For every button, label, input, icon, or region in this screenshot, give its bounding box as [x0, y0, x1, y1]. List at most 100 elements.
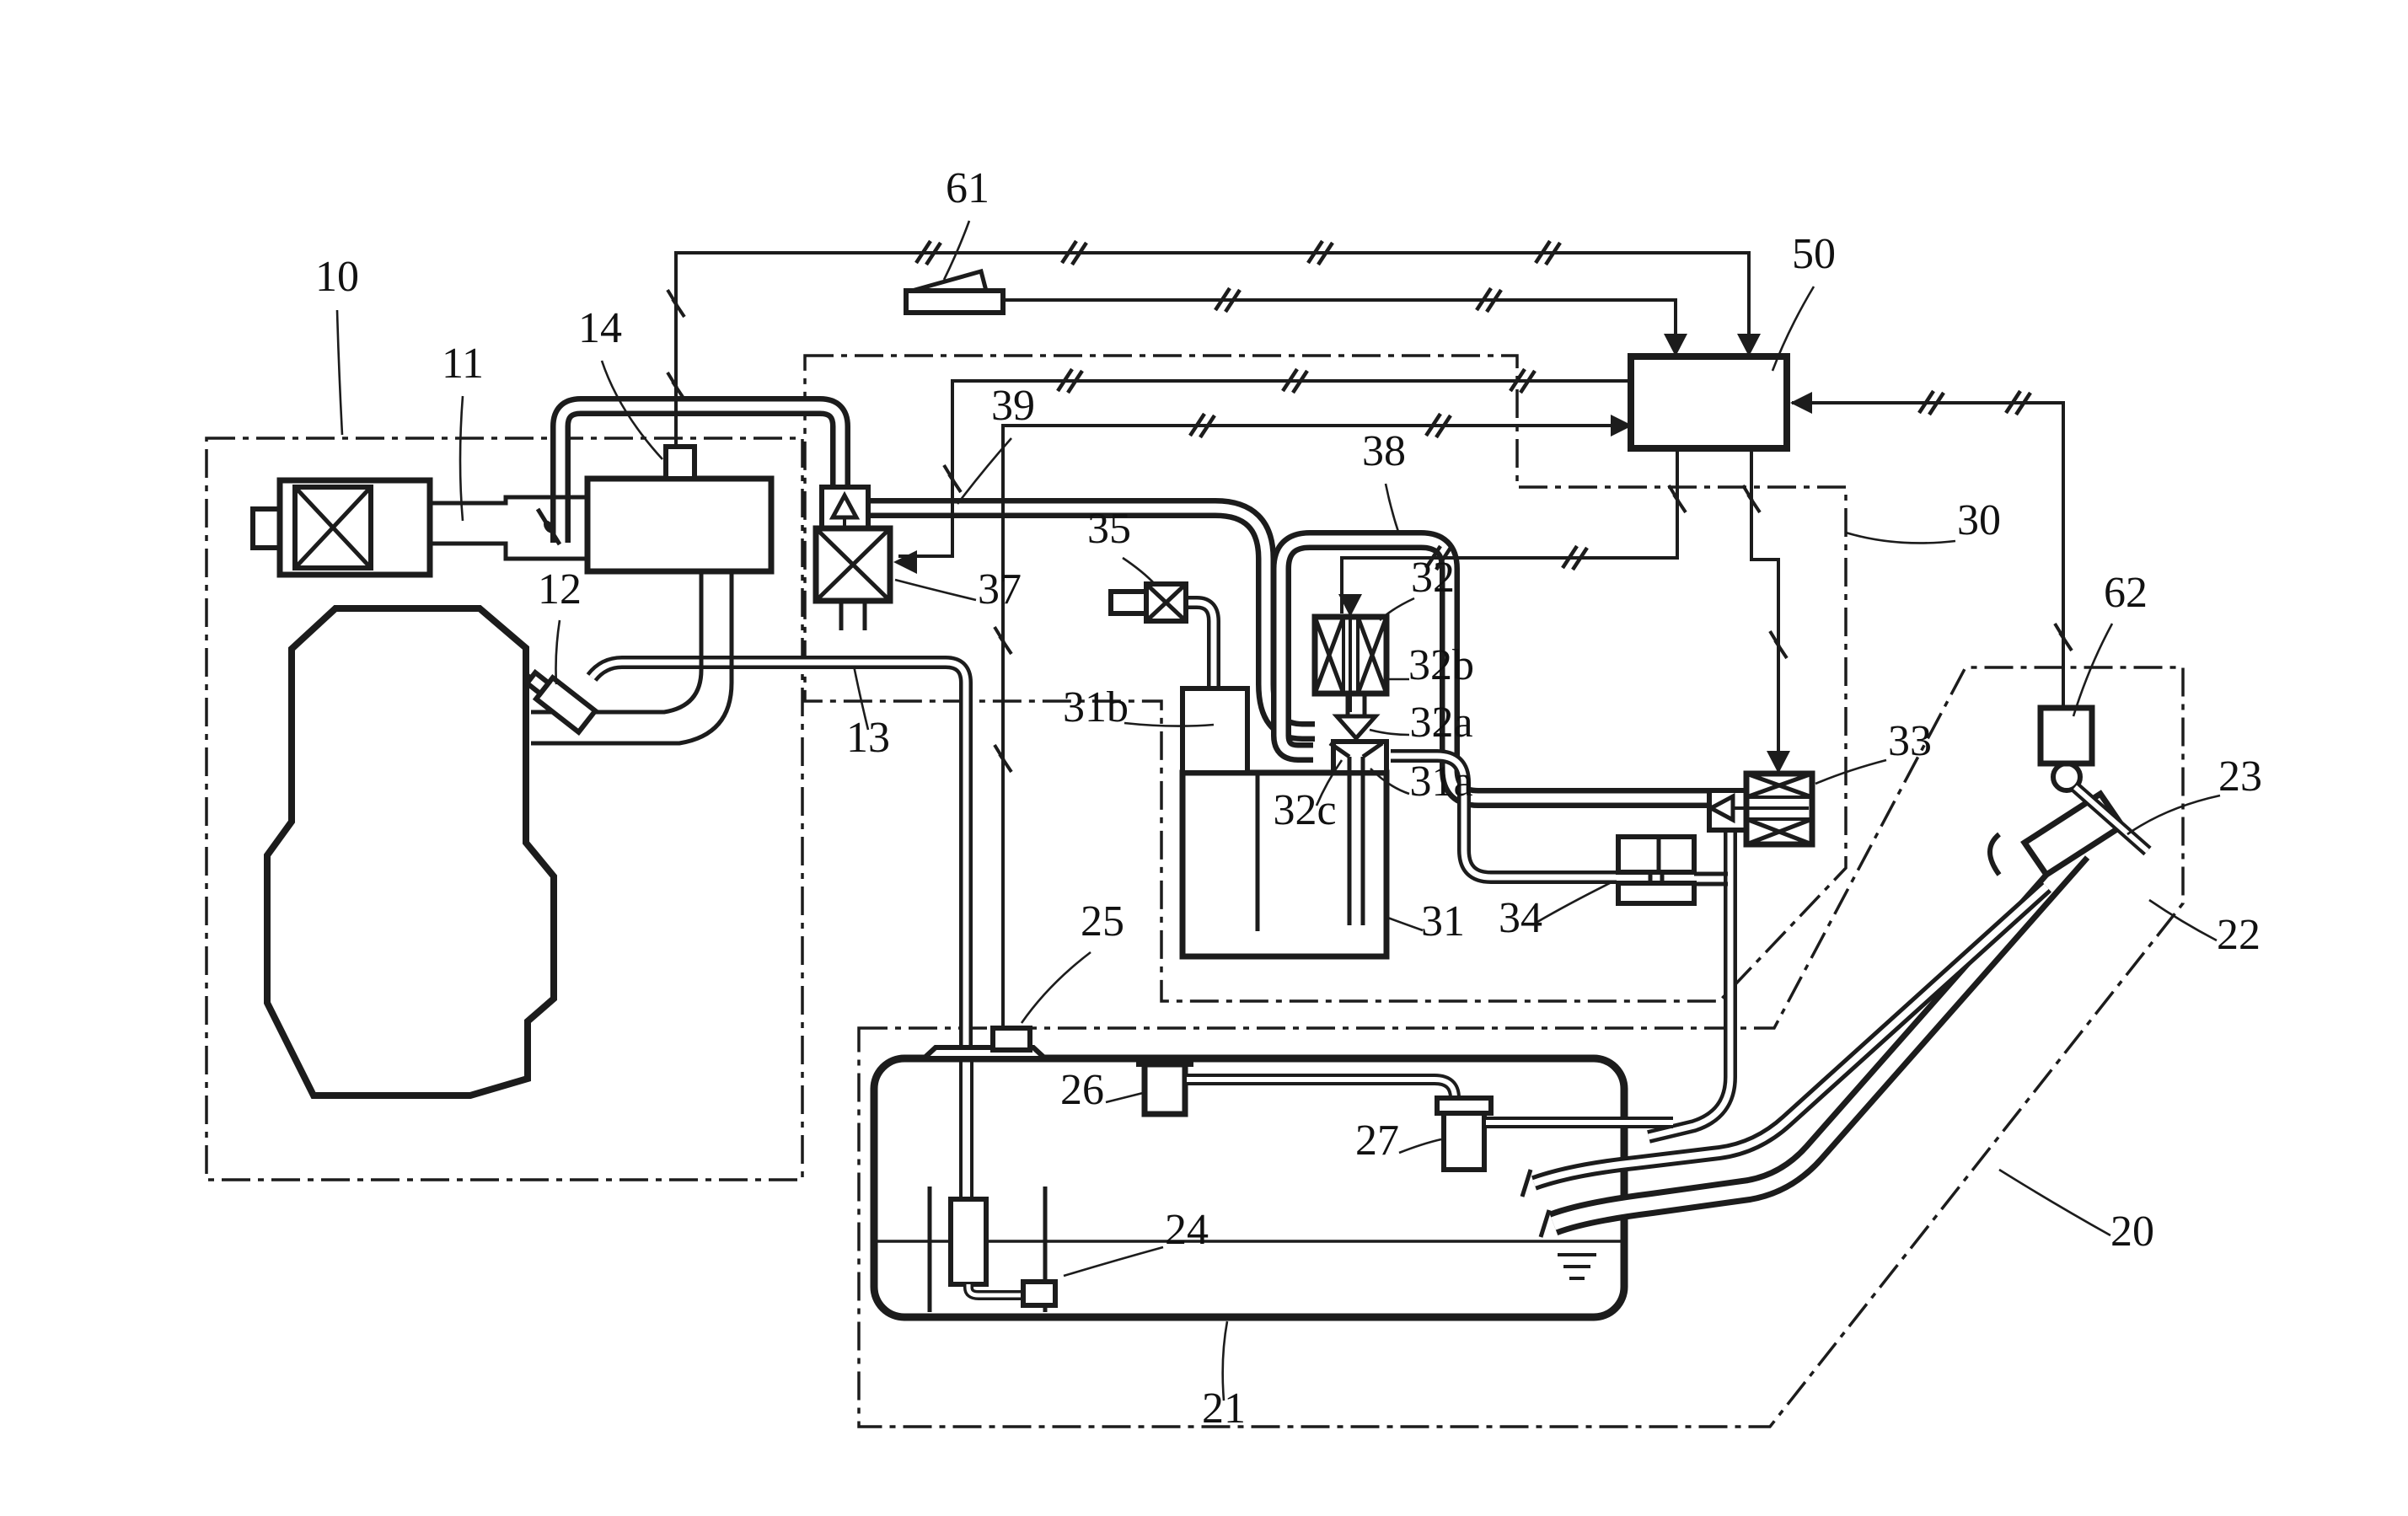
- wire-61-to-ecu: [1003, 298, 1677, 354]
- engine-block: [264, 605, 557, 1099]
- leader-line-23: [2126, 794, 2221, 836]
- arrow-into-ecu-left: [1611, 415, 1633, 437]
- ref-label-13: 13: [846, 714, 890, 762]
- solenoid-valve-32: [1311, 613, 1390, 742]
- wire-25-to-ecu: [1001, 424, 1628, 1026]
- fuel-tank-21: [870, 1054, 1628, 1321]
- lever-switch-61: [904, 268, 1006, 315]
- leader-line-25: [1020, 951, 1091, 1024]
- switch-lever: [911, 268, 989, 293]
- filler-neck-hook: [1987, 832, 2002, 876]
- leader-line-39: [956, 437, 1012, 505]
- relief-funnel-32c: [1328, 741, 1384, 759]
- ref-label-35: 35: [1087, 505, 1131, 553]
- ref-label-20: 20: [2110, 1208, 2154, 1256]
- leader-line-31a: [1370, 768, 1410, 795]
- leader-line-26: [1105, 1091, 1144, 1104]
- canister-31: [1179, 686, 1390, 960]
- air-cleaner-inlet-stub: [250, 506, 282, 550]
- leader-line-22: [2148, 898, 2218, 942]
- canister-module: [812, 485, 1815, 960]
- leader-line-27: [1398, 1138, 1442, 1154]
- leader-line-13: [852, 665, 870, 731]
- pipe-fuel-feed: [586, 656, 973, 1052]
- ref-label-23: 23: [2218, 753, 2262, 801]
- intake-runner: [531, 571, 734, 746]
- check-valve-32a-icon: [1332, 714, 1381, 742]
- ref-label-25: 25: [1081, 897, 1124, 945]
- arrow-into-ecu-top-right: [1737, 334, 1761, 356]
- leader-line-35: [1122, 556, 1156, 586]
- leader-line-24: [1063, 1245, 1164, 1278]
- ref-label-32: 32: [1411, 554, 1455, 602]
- canister-body: [1179, 769, 1390, 960]
- leader-line-38: [1384, 483, 1401, 535]
- ref-label-34: 34: [1499, 894, 1542, 942]
- leader-line-14: [600, 360, 663, 460]
- arrow-into-valve-33: [1767, 751, 1790, 774]
- ref-label-21: 21: [1202, 1385, 1246, 1433]
- ref-label-32b: 32b: [1408, 641, 1474, 689]
- wire-ecu-to-valve32: [1340, 448, 1679, 613]
- leader-line-32a: [1369, 728, 1410, 737]
- ref-label-39: 39: [991, 382, 1035, 430]
- intake-duct: [430, 495, 587, 561]
- pressure-sensor-port-14: [663, 444, 697, 481]
- filter-inlet-stub: [1108, 589, 1149, 616]
- rollover-valve-26: [1136, 1061, 1193, 1117]
- cutoff-valve-27: [1435, 1095, 1494, 1172]
- leader-line-10: [335, 309, 344, 436]
- pump-valve-33: [1706, 770, 1815, 848]
- region-10-engine-unit-boundary: [205, 437, 804, 1181]
- region-20-fuel-tank-unit-boundary: [857, 666, 2185, 1428]
- ecu-50: [1628, 353, 1790, 452]
- valve-37-outlet-stub: [839, 601, 867, 630]
- leader-line-31: [1385, 915, 1424, 932]
- leader-line-12: [555, 619, 561, 685]
- wire-sensor14-to-ecu: [674, 251, 1751, 447]
- leader-line-30: [1845, 531, 1956, 544]
- flow-left-arrow-icon: [1706, 792, 1735, 824]
- pipe-open-end-marks: [1520, 1169, 1552, 1238]
- wire-arrowheads: [893, 334, 1812, 774]
- canister-air-chamber-31b: [1180, 686, 1250, 775]
- ref-label-37: 37: [978, 565, 1022, 613]
- leader-line-33: [1815, 758, 1887, 785]
- tank-pressure-sensor-25: [990, 1026, 1032, 1053]
- ref-label-38: 38: [1362, 427, 1406, 475]
- arrow-into-valve-37: [893, 550, 917, 574]
- wire-62-to-ecu: [1792, 401, 2065, 708]
- filler-assembly: [1520, 704, 2152, 1238]
- arrow-into-valve-32: [1338, 594, 1362, 617]
- region-30-canister-module-boundary: [803, 354, 1848, 1003]
- ref-label-31: 31: [1421, 897, 1465, 945]
- arrow-into-ecu-top-left: [1664, 334, 1687, 356]
- air-cleaner-element-icon: [292, 485, 373, 571]
- wire-ecu-to-valve33: [1750, 448, 1780, 770]
- leader-line-37: [894, 578, 977, 602]
- ref-label-24: 24: [1165, 1206, 1209, 1254]
- leader-line-11: [459, 395, 464, 522]
- ref-label-10: 10: [315, 253, 359, 301]
- ref-label-11: 11: [442, 340, 484, 388]
- fuel-strainer: [1021, 1279, 1058, 1308]
- ref-label-50: 50: [1792, 230, 1836, 278]
- purge-valve-37: [812, 485, 893, 630]
- arrow-into-ecu-right: [1790, 392, 1812, 414]
- fuel-injector-12: [523, 668, 599, 736]
- ref-label-14: 14: [578, 304, 622, 352]
- leader-line-21: [1221, 1320, 1229, 1401]
- air-filter-35: [1108, 581, 1188, 624]
- ref-label-31b: 31b: [1063, 683, 1129, 731]
- engine-unit: [250, 444, 775, 1099]
- fuel-level-symbol: [1558, 1253, 1596, 1280]
- ref-label-33: 33: [1888, 717, 1932, 765]
- leader-line-20: [1998, 1168, 2111, 1237]
- leader-line-32c: [1315, 759, 1343, 806]
- fuel-tank-unit: [870, 1026, 1673, 1321]
- valve-32-outlet-stem: [1345, 694, 1367, 715]
- ref-label-62: 62: [2104, 569, 2148, 617]
